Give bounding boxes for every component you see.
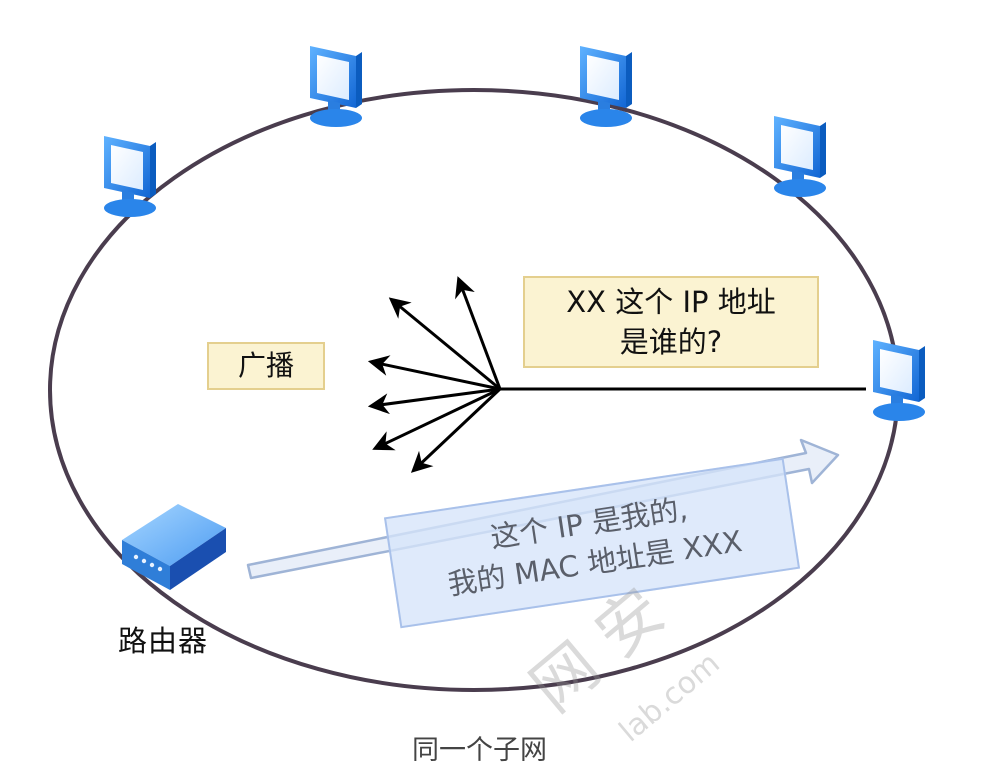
computer-icon — [580, 46, 632, 127]
computer-icon — [104, 136, 156, 217]
question-line-1: XX 这个 IP 地址 — [566, 285, 776, 319]
broadcast-label: 广播 — [207, 342, 325, 390]
computer-icon — [774, 116, 826, 197]
computer-icon — [310, 46, 362, 127]
router-icon — [122, 504, 226, 590]
arp-question-callout: XX 这个 IP 地址 是谁的? — [523, 276, 819, 368]
subnet-label: 同一个子网 — [412, 735, 547, 766]
router-label: 路由器 — [118, 624, 209, 658]
broadcast-arrows — [367, 276, 502, 473]
computer-icon — [873, 340, 925, 421]
question-line-2: 是谁的? — [619, 325, 723, 359]
